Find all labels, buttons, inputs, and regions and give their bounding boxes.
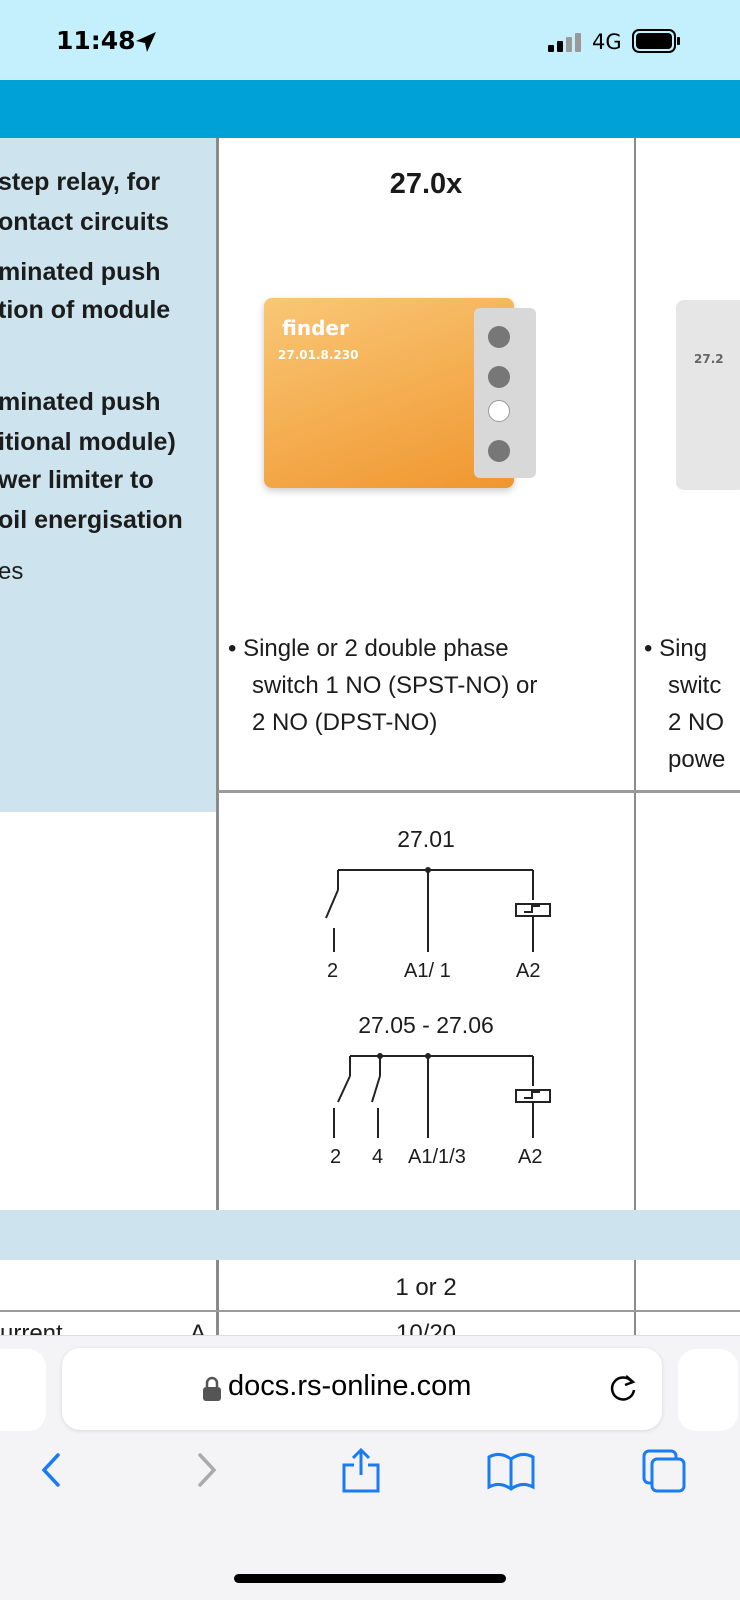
terminal-label: A1/ 1 xyxy=(404,960,451,982)
schematic-title: 27.01 xyxy=(397,826,455,852)
bullet-line: switc xyxy=(668,672,722,699)
reload-icon[interactable] xyxy=(606,1372,640,1406)
column-divider xyxy=(216,138,219,1338)
feature-text: l xyxy=(0,716,1,744)
url-text: docs.rs-online.com xyxy=(228,1370,472,1402)
relay-brand: finder xyxy=(282,316,349,340)
bullet-line: switch 1 NO (SPST-NO) or xyxy=(252,672,538,699)
bullet-line: powe xyxy=(668,746,726,773)
network-label: 4G xyxy=(592,30,622,54)
feature-text: es xyxy=(0,558,24,585)
terminal-label: A2 xyxy=(516,960,541,982)
forward-icon[interactable] xyxy=(186,1445,236,1495)
clock: 11:48 xyxy=(56,26,136,55)
bullet-line: 2 NO (DPST-NO) xyxy=(252,709,438,736)
lock-icon xyxy=(203,1376,221,1401)
bullet-line: Single or 2 double phase xyxy=(243,635,509,662)
current-value: 10/20 xyxy=(395,1320,457,1335)
contacts-value: 1 or 2 xyxy=(395,1274,457,1301)
wiring-diagram-27-05-27-06 xyxy=(333,1053,551,1138)
terminal-label: A1/1/3 xyxy=(408,1146,466,1168)
terminal-label: 2 xyxy=(327,960,339,982)
share-icon[interactable] xyxy=(336,1445,386,1495)
feature-text: minated push xyxy=(0,258,161,286)
next-tab[interactable] xyxy=(678,1349,738,1431)
product-title: 27.0x xyxy=(389,168,463,200)
feature-column: step relay, for ontact circuits minated … xyxy=(0,138,218,812)
feature-text: minated push xyxy=(0,388,161,416)
tabs-icon[interactable] xyxy=(640,1445,690,1495)
relay-image: finder 27.01.8.230 xyxy=(264,298,536,488)
terminal-label: 2 xyxy=(330,1146,342,1168)
terminal-label: 4 xyxy=(372,1146,384,1168)
signal-icon xyxy=(548,33,581,52)
feature-text: itional module) xyxy=(0,428,176,456)
bookmarks-icon[interactable] xyxy=(486,1445,536,1495)
address-bar[interactable]: docs.rs-online.com xyxy=(62,1348,662,1430)
location-arrow-icon xyxy=(136,32,156,52)
back-icon[interactable] xyxy=(30,1445,80,1495)
product-bullet: • Single or 2 double phase switch 1 NO (… xyxy=(228,630,537,741)
schematic-title: 27.05 - 27.06 xyxy=(358,1012,494,1038)
section-header-band xyxy=(0,1210,740,1260)
bullet-line: Sing xyxy=(659,635,708,662)
bullet-line: 2 NO xyxy=(668,709,725,736)
battery-icon xyxy=(632,29,680,53)
relay-terminals xyxy=(474,308,536,478)
page-header-bar xyxy=(0,80,740,138)
feature-text: oil energisation xyxy=(0,506,183,534)
relay-image-next: 27.2 xyxy=(676,300,740,490)
product-bullet-next: • Sing switc 2 NO powe xyxy=(644,630,725,778)
home-indicator[interactable] xyxy=(234,1574,506,1583)
relay-model: 27.01.8.230 xyxy=(278,348,359,362)
column-divider xyxy=(634,138,636,1338)
feature-text: step relay, for xyxy=(0,168,161,196)
feature-text: ontact circuits xyxy=(0,208,169,236)
feature-text: wer limiter to xyxy=(0,466,154,494)
row-divider xyxy=(218,790,740,793)
previous-tab[interactable] xyxy=(0,1349,46,1431)
relay-model: 27.2 xyxy=(694,352,724,366)
row-unit: A xyxy=(190,1320,207,1335)
feature-text: tion of module xyxy=(0,296,171,324)
row-divider xyxy=(0,1310,740,1312)
status-bar: 11:48 4G xyxy=(0,0,740,80)
terminal-label: A2 xyxy=(518,1146,543,1168)
row-label: urrent xyxy=(0,1320,63,1335)
wiring-diagram-27-01 xyxy=(325,867,551,952)
